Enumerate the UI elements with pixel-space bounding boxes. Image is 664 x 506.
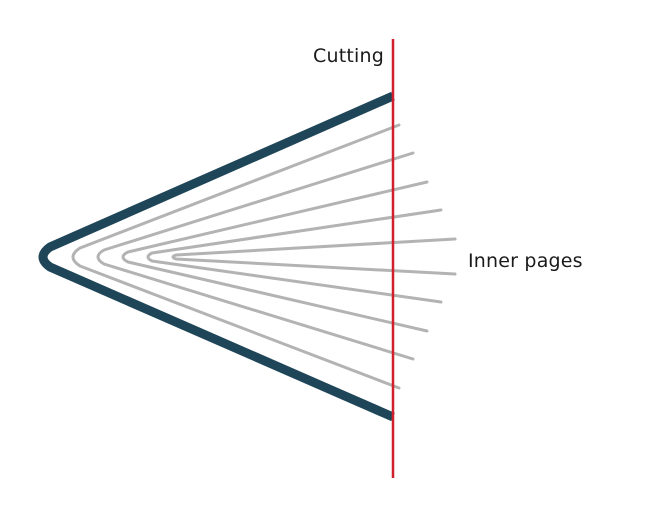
inner-pages-group <box>71 123 457 390</box>
inner-page-1 <box>71 123 401 390</box>
inner-page-4 <box>146 208 443 304</box>
inner-page-5 <box>171 237 457 276</box>
inner-page-3 <box>121 180 429 333</box>
book-cover <box>38 91 395 422</box>
cutting-label: Cutting <box>313 45 384 67</box>
inner-pages-label: Inner pages <box>468 250 583 272</box>
inner-page-2 <box>96 151 415 361</box>
